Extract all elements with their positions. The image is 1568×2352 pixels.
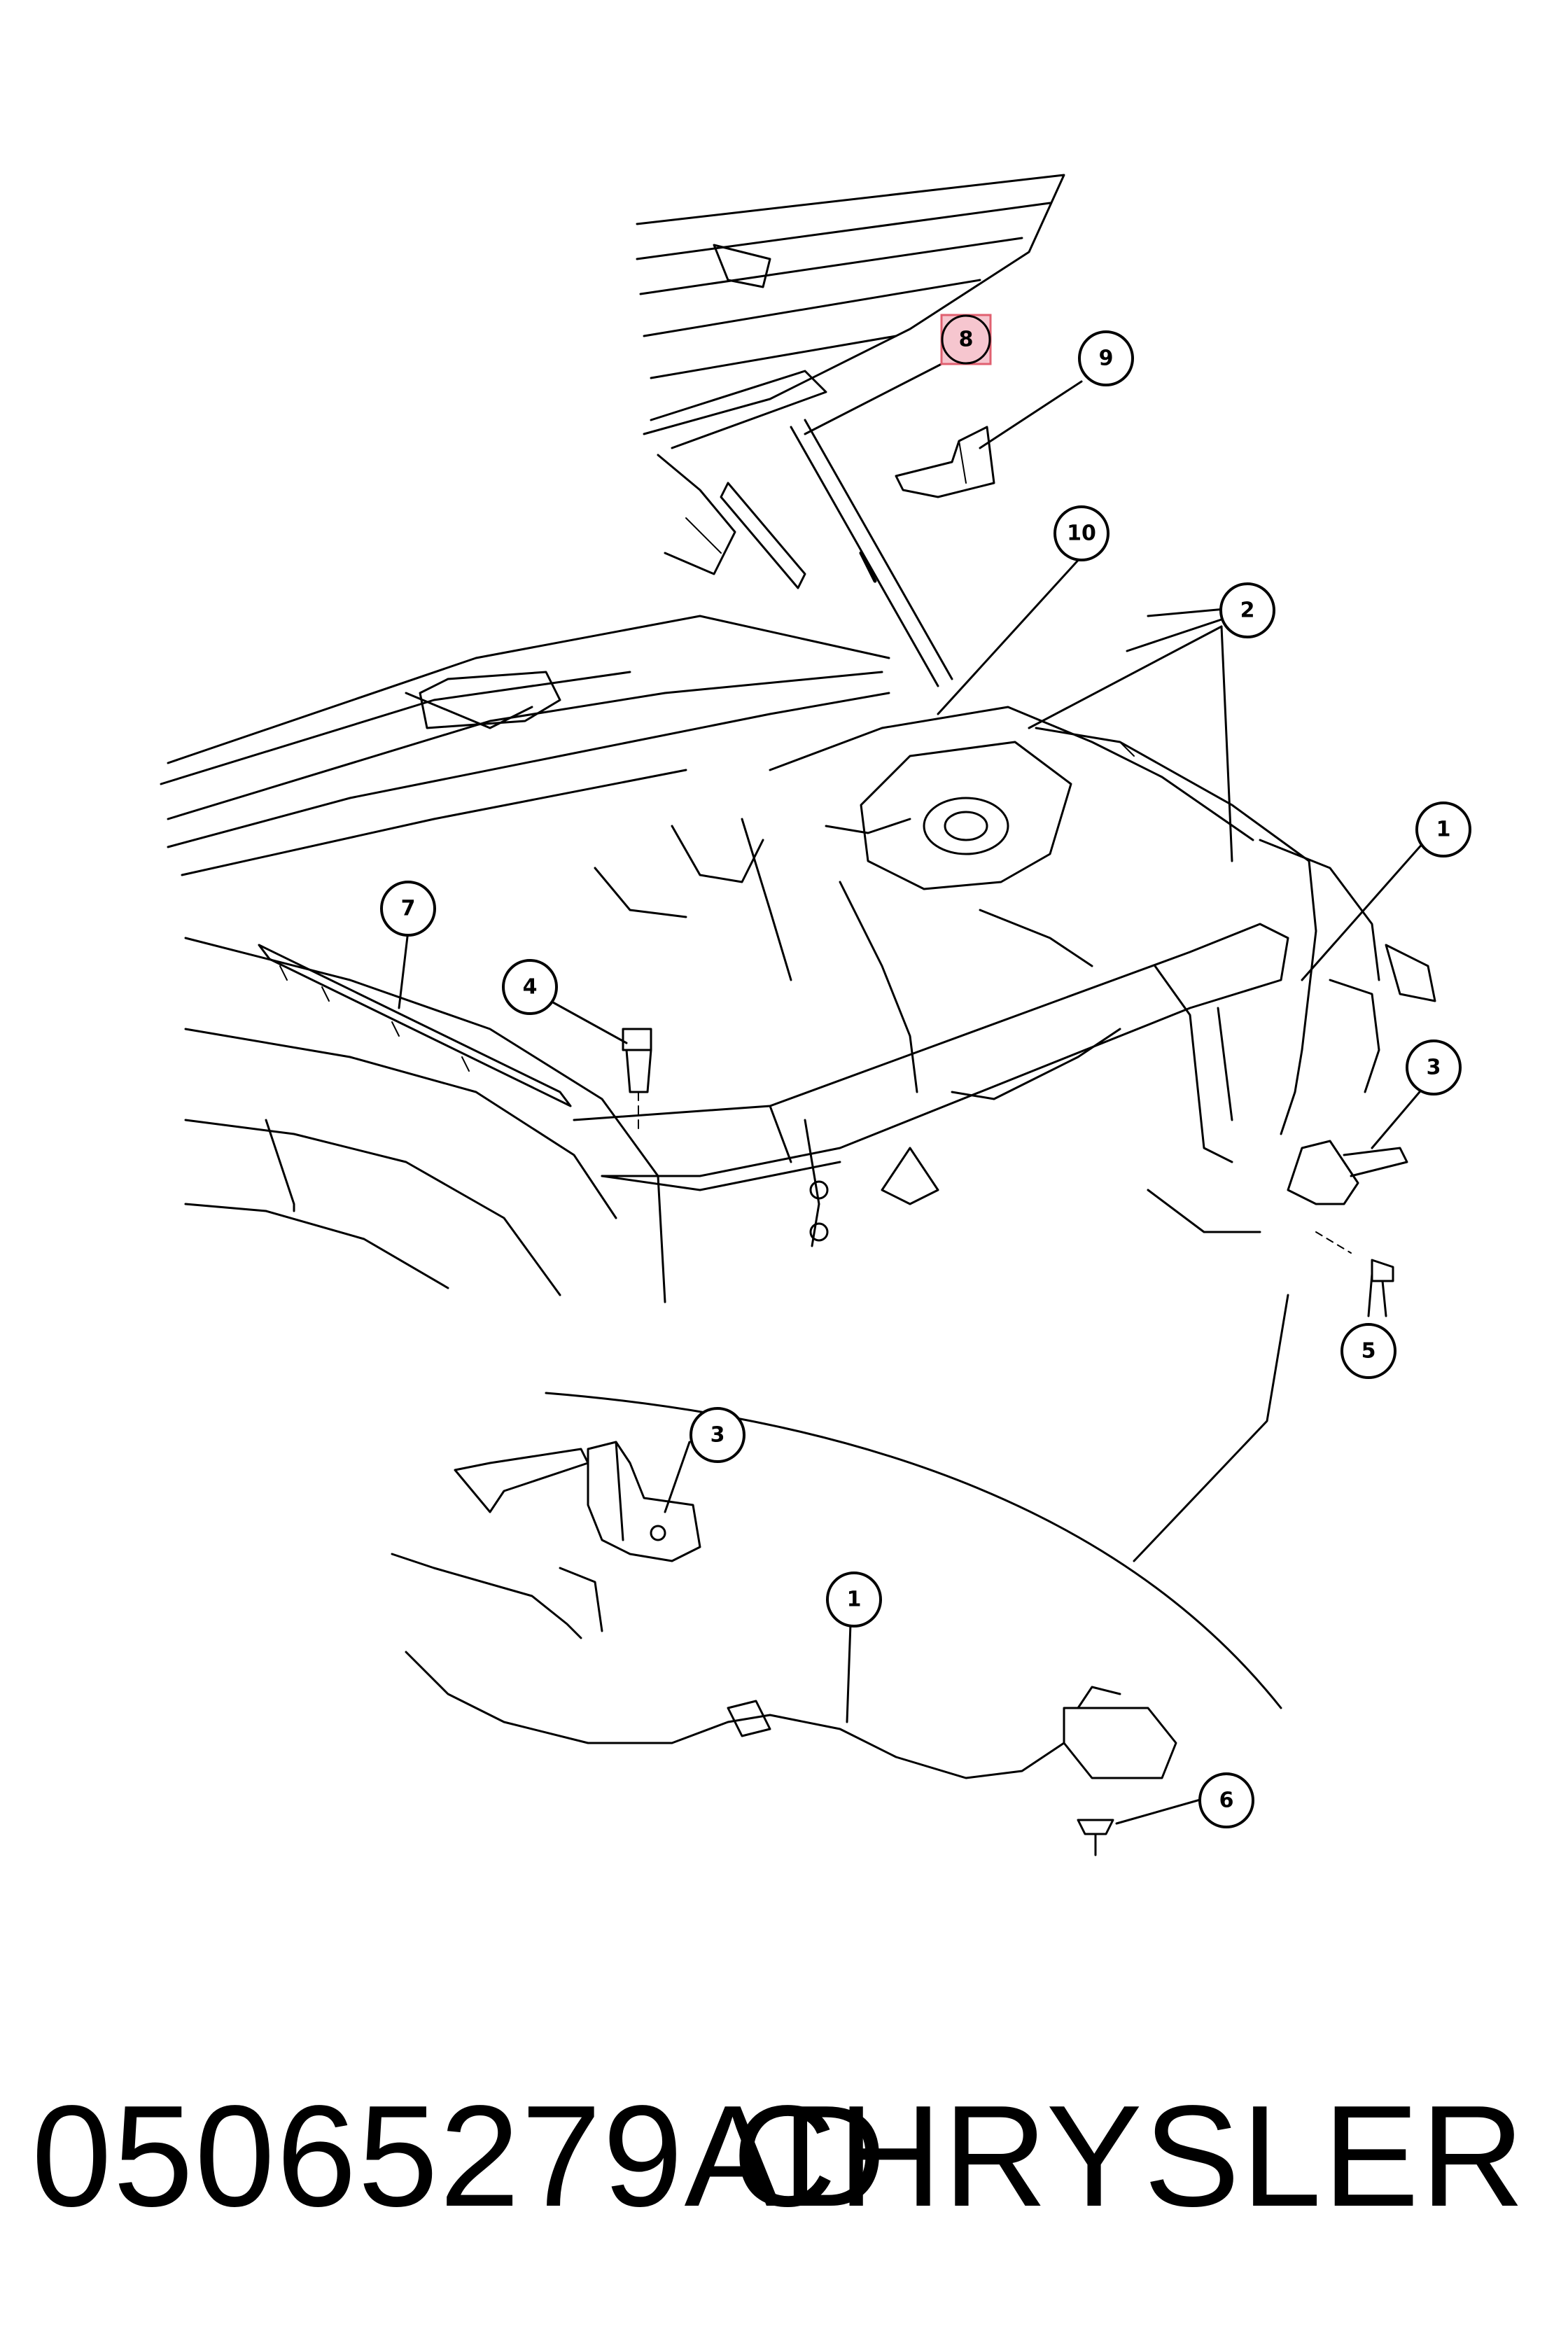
hood-bumper <box>622 1028 652 1135</box>
callout-3-lower-label: 3 <box>710 1423 725 1448</box>
callout-2[interactable]: 2 <box>1219 582 1275 638</box>
callout-1-lower-label: 1 <box>847 1588 862 1612</box>
support-rod-clip <box>895 426 995 498</box>
callout-5-label: 5 <box>1362 1339 1376 1364</box>
hood-support-rod <box>720 419 953 687</box>
callout-3-upper-label: 3 <box>1427 1056 1441 1080</box>
detail-arc <box>545 1392 1282 1709</box>
callout-3-upper[interactable]: 3 <box>1406 1040 1462 1096</box>
hood <box>636 174 1065 575</box>
cowl-panel <box>160 615 890 876</box>
inner-fender <box>594 706 1254 1093</box>
release-cable-detail <box>405 1651 1177 1779</box>
callout-8[interactable]: 8 <box>940 314 992 365</box>
callout-4-label: 4 <box>523 975 538 1000</box>
callout-1-lower[interactable]: 1 <box>826 1572 882 1628</box>
leader-lines <box>398 363 1436 1825</box>
callout-10-label: 10 <box>1067 522 1096 546</box>
callout-9[interactable]: 9 <box>1078 330 1134 386</box>
callout-7[interactable]: 7 <box>380 881 436 937</box>
fender-seal <box>258 944 572 1107</box>
detail-leader <box>1133 1294 1289 1562</box>
footer: 05065279AD CHRYSLER <box>0 2051 1568 2261</box>
callout-6-label: 6 <box>1219 1788 1234 1813</box>
radiator-support <box>573 839 1436 1247</box>
hood-latch-upper <box>1287 1140 1408 1254</box>
exploded-parts-diagram: 8 9 10 2 1 7 4 3 5 3 1 6 <box>160 174 1471 1856</box>
callout-8-label: 8 <box>959 328 974 352</box>
callout-10[interactable]: 10 <box>1054 505 1110 561</box>
left-fender <box>184 937 666 1303</box>
callout-1-upper-label: 1 <box>1436 818 1451 842</box>
callout-1-upper[interactable]: 1 <box>1415 802 1471 858</box>
part-number: 05065279AD <box>31 2076 888 2236</box>
callout-6[interactable]: 6 <box>1198 1772 1254 1828</box>
hood-latch-detail <box>391 1441 701 1639</box>
hood-release-cable <box>825 727 1317 1135</box>
callout-9-label: 9 <box>1099 346 1114 371</box>
callout-5[interactable]: 5 <box>1340 1323 1396 1379</box>
callout-4[interactable]: 4 <box>502 959 558 1015</box>
screw <box>1077 1819 1114 1856</box>
callout-7-label: 7 <box>401 897 416 921</box>
callout-3-lower[interactable]: 3 <box>690 1407 746 1463</box>
callout-2-label: 2 <box>1240 598 1255 623</box>
brand-name: CHRYSLER <box>732 2076 1526 2236</box>
bolt <box>1371 1259 1394 1317</box>
